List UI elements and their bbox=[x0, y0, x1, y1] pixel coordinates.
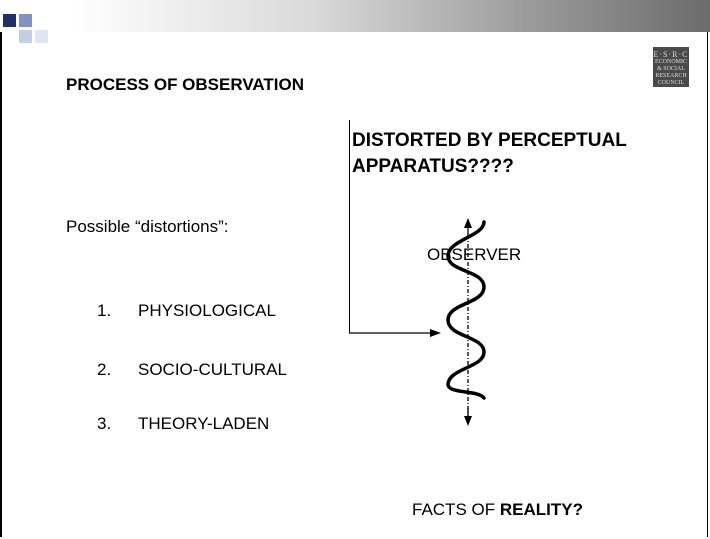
distortion-heading: DISTORTED BY PERCEPTUAL APPARATUS???? bbox=[352, 128, 627, 180]
list-number: 1. bbox=[97, 301, 112, 320]
logo-line-1: E·S·R·C bbox=[653, 50, 689, 59]
wavy-perception-line bbox=[446, 220, 486, 400]
logo-line-2: ECONOMIC bbox=[654, 59, 687, 65]
facts-bold: REALITY? bbox=[499, 500, 583, 519]
heading-line-2: APPARATUS???? bbox=[352, 156, 514, 177]
possible-distortions-label: Possible “distortions”: bbox=[66, 217, 229, 236]
logo-line-3: & SOCIAL bbox=[657, 66, 685, 72]
axis-arrow-up-icon bbox=[464, 218, 472, 228]
vertical-divider-line bbox=[349, 120, 350, 333]
corner-square-4 bbox=[35, 30, 48, 43]
corner-square-3 bbox=[19, 30, 32, 43]
facts-of-reality-caption: FACTS OF REALITY? bbox=[412, 500, 583, 520]
observer-label: OBSERVER bbox=[427, 245, 522, 264]
logo-line-4: RESEARCH bbox=[655, 73, 687, 79]
facts-prefix: FACTS OF bbox=[412, 500, 500, 519]
heading-line-1: DISTORTED BY PERCEPTUAL bbox=[352, 130, 627, 151]
list-label: PHYSIOLOGICAL bbox=[138, 301, 276, 320]
corner-square-2 bbox=[19, 14, 32, 27]
slide-title: PROCESS OF OBSERVATION bbox=[66, 75, 305, 94]
corner-square-1 bbox=[3, 14, 16, 27]
list-label: SOCIO-CULTURAL bbox=[138, 360, 287, 379]
list-number: 3. bbox=[97, 414, 112, 433]
list-label: THEORY-LADEN bbox=[138, 414, 270, 433]
logo-line-5: COUNCIL bbox=[657, 80, 685, 86]
connector-arrow-icon bbox=[430, 329, 441, 337]
esrc-logo: E·S·R·C ECONOMIC & SOCIAL RESEARCH COUNC… bbox=[653, 47, 689, 87]
axis-arrow-down-icon bbox=[464, 416, 472, 426]
slide-top-bar bbox=[0, 0, 710, 32]
list-number: 2. bbox=[97, 360, 112, 379]
